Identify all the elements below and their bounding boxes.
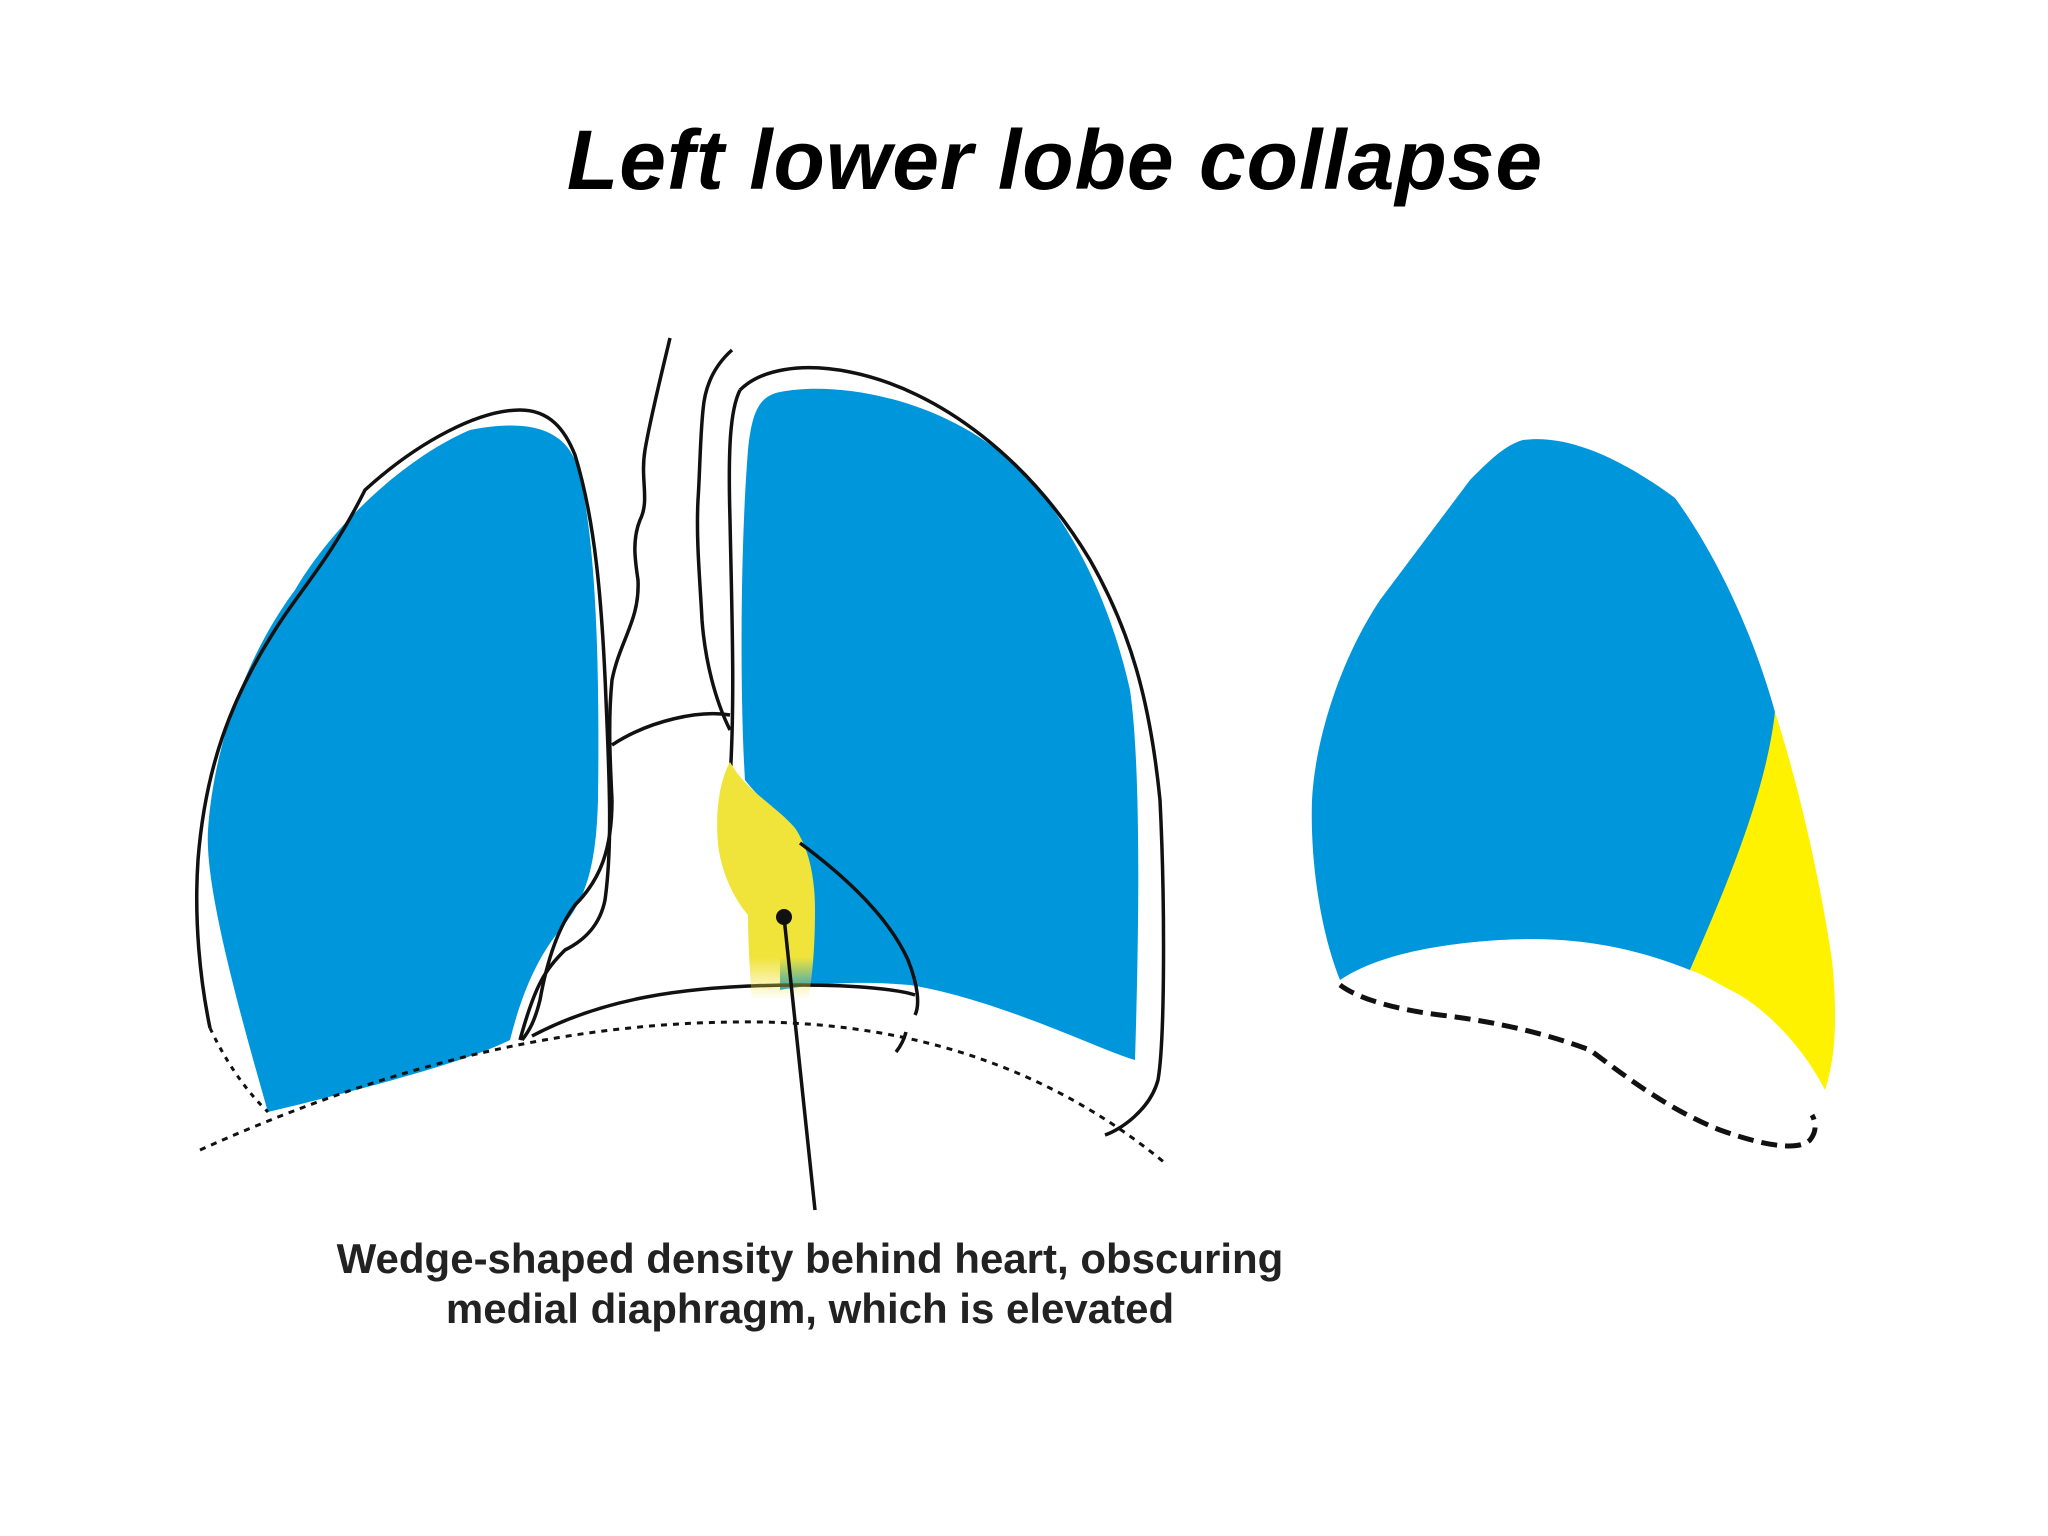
frontal-chest-view <box>194 337 1166 1211</box>
caption-line-2: medial diaphragm, which is elevated <box>445 1285 1175 1332</box>
left-pleural-outline <box>738 365 1166 1137</box>
lateral-chest-view <box>1311 439 1836 1149</box>
right-heart-border <box>520 799 614 1042</box>
trachea-right-wall <box>607 337 672 801</box>
mediastinum-line <box>611 712 731 747</box>
caption-line-1: Wedge-shaped density behind heart, obscu… <box>336 1235 1284 1282</box>
diagram-title: Left lower lobe collapse <box>566 113 1544 207</box>
diagram-caption: Wedge-shaped density behind heart, obscu… <box>200 1234 1420 1334</box>
collapsed-lobe-margin <box>798 841 920 1016</box>
collapse-wedge-lateral <box>1690 712 1836 1090</box>
right-lung-dotted-margin <box>208 1027 270 1114</box>
collapsed-lobe-margin-tail <box>894 1031 908 1054</box>
trachea-left-wall <box>695 348 734 731</box>
pointer-line <box>782 916 817 1211</box>
right-lung <box>207 425 599 1112</box>
right-pleural-outline <box>194 408 612 1041</box>
lateral-diaphragm-dashed <box>1338 982 1818 1149</box>
left-lung <box>741 388 1139 1061</box>
lateral-lung <box>1311 439 1775 981</box>
left-pleural-inner <box>727 389 742 781</box>
diaphragm-dotted <box>199 1020 1166 1165</box>
collapse-wedge-frontal <box>717 762 815 1000</box>
